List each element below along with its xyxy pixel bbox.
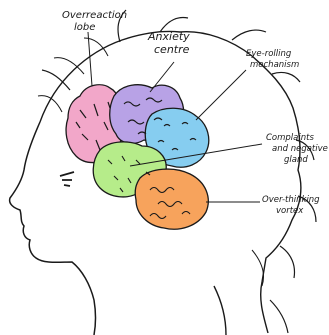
label-overthinking-line1: Over-thinking xyxy=(262,195,320,205)
label-complaints-gland: Complaints and negative gland xyxy=(266,133,329,165)
label-eyerolling-mechanism: Eye-rolling mechanism xyxy=(246,49,299,70)
label-eyerolling-line1: Eye-rolling xyxy=(246,49,292,59)
label-anxiety-line1: Anxiety xyxy=(147,30,190,43)
overthinking-vortex-region xyxy=(135,169,208,229)
label-complaints-line1: Complaints xyxy=(266,133,314,143)
label-anxiety-line2: centre xyxy=(154,43,190,56)
label-complaints-line2: and negative xyxy=(272,144,328,154)
leader-overreaction xyxy=(88,32,92,86)
eye-lashes xyxy=(60,172,74,186)
neck-line xyxy=(214,286,226,335)
label-overthinking-line2: vortex xyxy=(276,206,304,216)
label-overreaction-line2: lobe xyxy=(74,22,95,33)
leader-eyerolling xyxy=(196,70,246,120)
label-overreaction-line1: Overreaction xyxy=(62,10,127,21)
label-anxiety-centre: Anxiety centre xyxy=(147,30,193,56)
label-eyerolling-line2: mechanism xyxy=(250,60,299,70)
label-overreaction-lobe: Overreaction lobe xyxy=(62,10,130,33)
label-overthinking-vortex: Over-thinking vortex xyxy=(262,195,322,216)
label-complaints-line3: gland xyxy=(284,155,308,165)
